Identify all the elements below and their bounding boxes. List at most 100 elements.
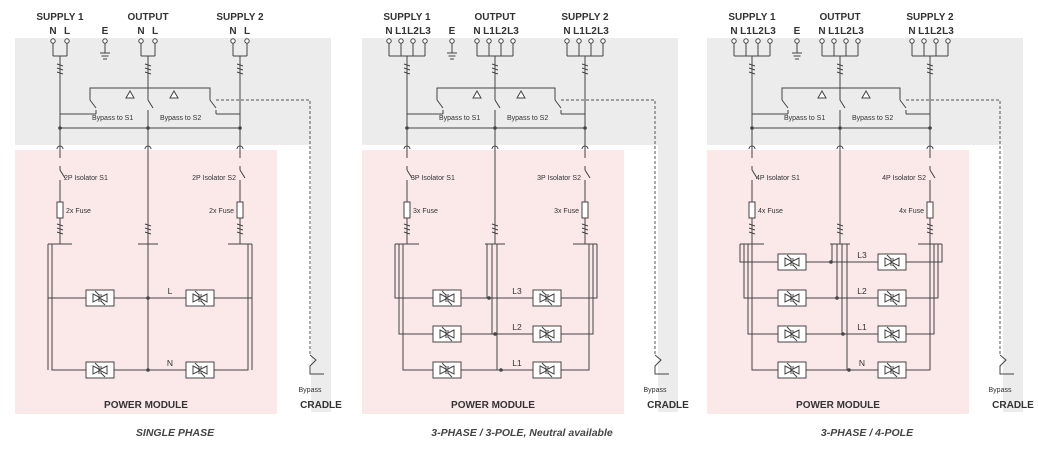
plug-connector xyxy=(236,145,244,150)
terminal xyxy=(498,38,504,44)
wire xyxy=(561,244,594,335)
power-module-label: POWER MODULE xyxy=(104,400,188,411)
wire xyxy=(561,244,598,299)
wire xyxy=(89,99,97,109)
connector-mark xyxy=(144,223,152,235)
line-label-L2: L2 xyxy=(512,322,522,332)
fuse xyxy=(581,201,589,219)
supply2-heading: SUPPLY 2 xyxy=(561,12,609,23)
isolator-s2-label: 2P Isolator S2 xyxy=(192,175,236,182)
supply-terminal-label: N xyxy=(730,26,737,37)
supply-terminal-label: L2 xyxy=(930,26,942,37)
scr-right-row-4 xyxy=(877,361,907,379)
terminal xyxy=(933,38,939,44)
plug-connector xyxy=(491,145,499,150)
supply-terminal-label: N xyxy=(385,26,392,37)
power-module-label: POWER MODULE xyxy=(451,400,535,411)
output-terminal-label: N xyxy=(137,26,144,37)
cradle-area xyxy=(15,38,331,412)
wire xyxy=(394,244,433,299)
terminal xyxy=(510,38,516,44)
wire xyxy=(906,244,935,335)
wire xyxy=(239,169,246,179)
fuse-s1-label: 3x Fuse xyxy=(413,208,438,215)
line-label-N: N xyxy=(167,358,173,368)
terminal xyxy=(50,38,56,44)
supply-terminal-label: L3 xyxy=(419,26,431,37)
terminal xyxy=(921,38,927,44)
wire xyxy=(751,244,778,371)
scr-left-row-3 xyxy=(432,361,462,379)
line-label-L1: L1 xyxy=(857,322,867,332)
output-heading: OUTPUT xyxy=(127,12,168,23)
supply-terminal-label: L3 xyxy=(942,26,954,37)
earth-label: E xyxy=(102,26,109,37)
terminal xyxy=(743,38,749,44)
wire xyxy=(309,354,324,375)
terminal xyxy=(831,38,837,44)
wire xyxy=(209,99,217,109)
isolator-s2-label: 4P Isolator S2 xyxy=(882,175,926,182)
fuse xyxy=(236,201,244,219)
scr-left-row-3 xyxy=(777,325,807,343)
supply1-heading: SUPPLY 1 xyxy=(728,12,776,23)
connector-mark xyxy=(491,223,499,235)
bypass-arrow-s1 xyxy=(817,89,827,99)
supply-terminal-label: L1 xyxy=(573,26,585,37)
supply-terminal-label: L3 xyxy=(597,26,609,37)
connector-mark xyxy=(144,63,152,75)
scr-left-row-1 xyxy=(777,253,807,271)
output-heading: OUTPUT xyxy=(474,12,515,23)
scr-right-row-1 xyxy=(532,289,562,307)
supply2-heading: SUPPLY 2 xyxy=(906,12,954,23)
supply1-heading: SUPPLY 1 xyxy=(383,12,431,23)
connector-mark xyxy=(926,63,934,75)
isolator-s1-label: 4P Isolator S1 xyxy=(756,175,800,182)
isolator-s1-label: 2P Isolator S1 xyxy=(64,175,108,182)
wire xyxy=(747,244,778,335)
junction-dot xyxy=(847,368,851,372)
scr-right-row-2 xyxy=(532,325,562,343)
wire xyxy=(402,244,433,371)
terminal xyxy=(600,38,606,44)
terminal xyxy=(230,38,236,44)
bypass-s1-label: Bypass to S1 xyxy=(784,115,825,122)
power-module-area xyxy=(15,150,277,414)
terminal xyxy=(138,38,144,44)
panel-caption: 3-PHASE / 3-POLE, Neutral available xyxy=(431,427,613,439)
line-label-L2: L2 xyxy=(857,286,867,296)
fuse xyxy=(926,201,934,219)
bypass-plug-label: Bypass xyxy=(644,387,667,394)
terminal xyxy=(564,38,570,44)
wire xyxy=(554,99,562,109)
wire xyxy=(406,169,413,179)
connector-mark xyxy=(748,63,756,75)
terminal xyxy=(755,38,761,44)
supply1-heading: SUPPLY 1 xyxy=(36,12,84,23)
connector-mark xyxy=(581,223,589,235)
scr-right-row-3 xyxy=(532,361,562,379)
bypass-arrow-s1 xyxy=(472,89,482,99)
scr-right-row-2 xyxy=(877,289,907,307)
wire xyxy=(906,99,1001,355)
wire xyxy=(899,99,907,109)
wire xyxy=(906,244,931,371)
plug-connector xyxy=(56,145,64,150)
earth-label: E xyxy=(794,26,801,37)
output-terminal-label: L1 xyxy=(828,26,840,37)
bypass-s1-label: Bypass to S1 xyxy=(92,115,133,122)
fuse xyxy=(56,201,64,219)
supply-terminal-label: N xyxy=(49,26,56,37)
terminal xyxy=(449,38,455,44)
terminal xyxy=(386,38,392,44)
wire xyxy=(781,99,789,109)
terminal xyxy=(819,38,825,44)
terminal xyxy=(855,38,861,44)
plug-connector xyxy=(748,145,756,150)
wire xyxy=(216,99,311,355)
wire xyxy=(743,244,778,299)
junction-dot xyxy=(487,296,491,300)
supply-terminal-label: L1 xyxy=(740,26,752,37)
terminal xyxy=(474,38,480,44)
